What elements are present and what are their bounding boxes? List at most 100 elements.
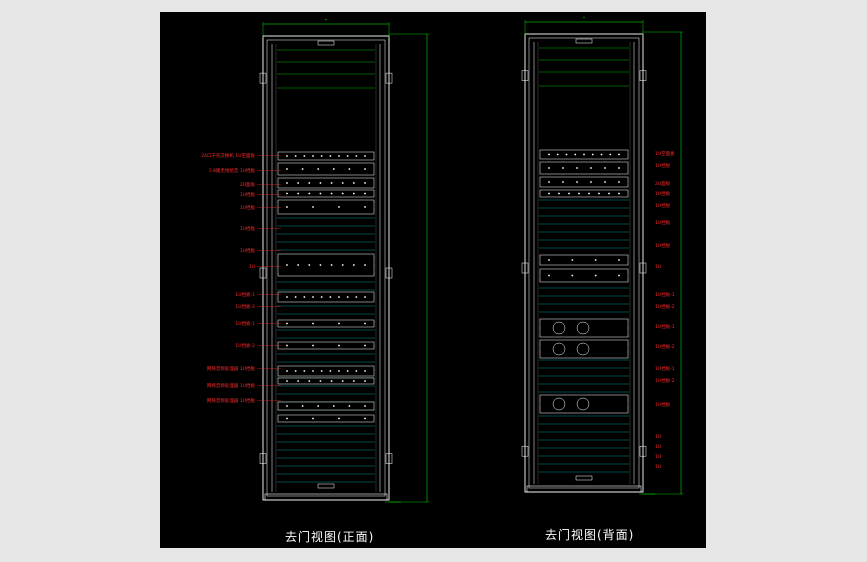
front-equipment-9 [277, 365, 375, 377]
back-equipment-knob [576, 321, 590, 335]
back-hinge-left-1 [521, 262, 529, 274]
front-equipment-led [329, 370, 332, 372]
front-equipment-led [341, 182, 344, 184]
front-equipment-led [355, 296, 358, 298]
front-equipment-led [364, 322, 366, 325]
front-label-0: 24口千兆交换机 1U空面板 [201, 152, 255, 159]
front-label-3: 1U挡板 [240, 191, 256, 198]
back-equipment-knob [552, 342, 566, 356]
front-equipment-led [286, 296, 288, 298]
back-equipment-led [590, 181, 592, 183]
front-equipment-led [332, 405, 335, 407]
back-label-3: 1U挡板 [655, 190, 671, 197]
front-equipment-led [308, 192, 311, 195]
back-equipment-led [618, 153, 620, 156]
front-equipment-led [364, 380, 366, 382]
front-equipment-led [352, 264, 355, 266]
front-equipment-led [330, 380, 333, 382]
front-equipment-led [301, 168, 304, 170]
front-equipment-led [312, 155, 314, 157]
back-label-12: 1U挡板-1 [655, 365, 675, 372]
front-equipment-led [286, 405, 288, 407]
front-equipment-led [286, 182, 288, 184]
back-equipment-led [571, 259, 574, 261]
front-equipment-led [364, 417, 366, 420]
front-equipment-led [320, 155, 323, 157]
back-equipment-led [562, 181, 564, 183]
front-equipment-led [330, 264, 333, 266]
front-equipment-led [286, 380, 288, 382]
front-equipment-led [364, 405, 366, 407]
back-equipment-led [571, 274, 574, 277]
front-equipment-led [286, 192, 288, 195]
back-label-13: 1U挡板-2 [655, 377, 675, 384]
front-label-8: 1U挡板-1 [235, 291, 255, 298]
back-equipment-led [558, 192, 560, 195]
back-label-9: 1U挡板-2 [655, 303, 675, 310]
back-hinge-left-2 [521, 445, 529, 457]
front-equipment-led [364, 155, 366, 157]
front-hinge-right-1 [385, 267, 393, 279]
back-equipment-4 [539, 254, 629, 266]
front-equipment-led [364, 370, 366, 372]
front-equipment-led [346, 296, 349, 298]
back-label-15: 1U [655, 434, 661, 440]
front-equipment-led [297, 380, 300, 382]
front-equipment-led [317, 405, 320, 407]
front-equipment-led [312, 322, 314, 325]
front-equipment-led [312, 206, 314, 208]
front-cabinet-inner [266, 39, 386, 497]
back-label-7: 1U [655, 264, 661, 270]
back-label-16: 1U [655, 444, 661, 450]
back-equipment-led [568, 192, 570, 195]
back-equipment-1 [539, 161, 629, 175]
back-equipment-knob [552, 321, 566, 335]
back-equipment-5 [539, 268, 629, 283]
front-equipment-led [319, 192, 322, 195]
front-dim-width-mark: * [325, 18, 327, 23]
front-hinge-right-0 [385, 72, 393, 84]
front-equipment-led [338, 322, 340, 325]
back-equipment-7 [539, 339, 629, 359]
front-equipment-led [346, 370, 349, 372]
front-label-4: 1U挡板 [240, 204, 256, 211]
back-cabinet-inner [528, 37, 640, 489]
front-label-11: 1U挡板-2 [235, 342, 255, 349]
front-equipment-0 [277, 151, 375, 161]
back-equipment-led [604, 181, 606, 183]
back-equipment-knob [552, 397, 566, 411]
back-equipment-led [548, 259, 550, 261]
front-equipment-led [301, 405, 304, 407]
back-equipment-led [608, 192, 610, 195]
front-equipment-led [329, 155, 332, 157]
front-equipment-led [286, 168, 288, 170]
front-equipment-3 [277, 189, 375, 198]
back-equipment-6 [539, 318, 629, 338]
front-hinge-left-2 [259, 453, 267, 464]
back-label-8: 1U挡板-1 [655, 291, 675, 298]
front-equipment-led [332, 168, 335, 170]
front-equipment-led [338, 417, 340, 420]
front-equipment-led [355, 155, 358, 157]
front-equipment-12 [277, 414, 375, 423]
front-equipment-led [286, 370, 288, 372]
front-equipment-led [312, 296, 314, 298]
front-equipment-led [286, 344, 288, 347]
front-label-10: 1U挡板-1 [235, 320, 255, 327]
front-equipment-led [364, 264, 366, 266]
front-equipment-led [341, 380, 344, 382]
front-equipment-led [355, 370, 358, 372]
front-equipment-led [286, 417, 288, 420]
back-label-6: 1U挡板 [655, 242, 671, 249]
back-equipment-led [548, 274, 550, 277]
front-hinge-left-0 [259, 72, 267, 84]
front-equipment-led [341, 192, 344, 195]
front-equipment-2 [277, 177, 375, 189]
back-top-handle [575, 38, 593, 44]
back-label-0: 1U空面板 [655, 150, 675, 157]
back-equipment-led [548, 153, 550, 156]
back-equipment-led [600, 153, 603, 156]
front-label-7: 1U [249, 264, 255, 270]
back-equipment-led [618, 167, 620, 169]
